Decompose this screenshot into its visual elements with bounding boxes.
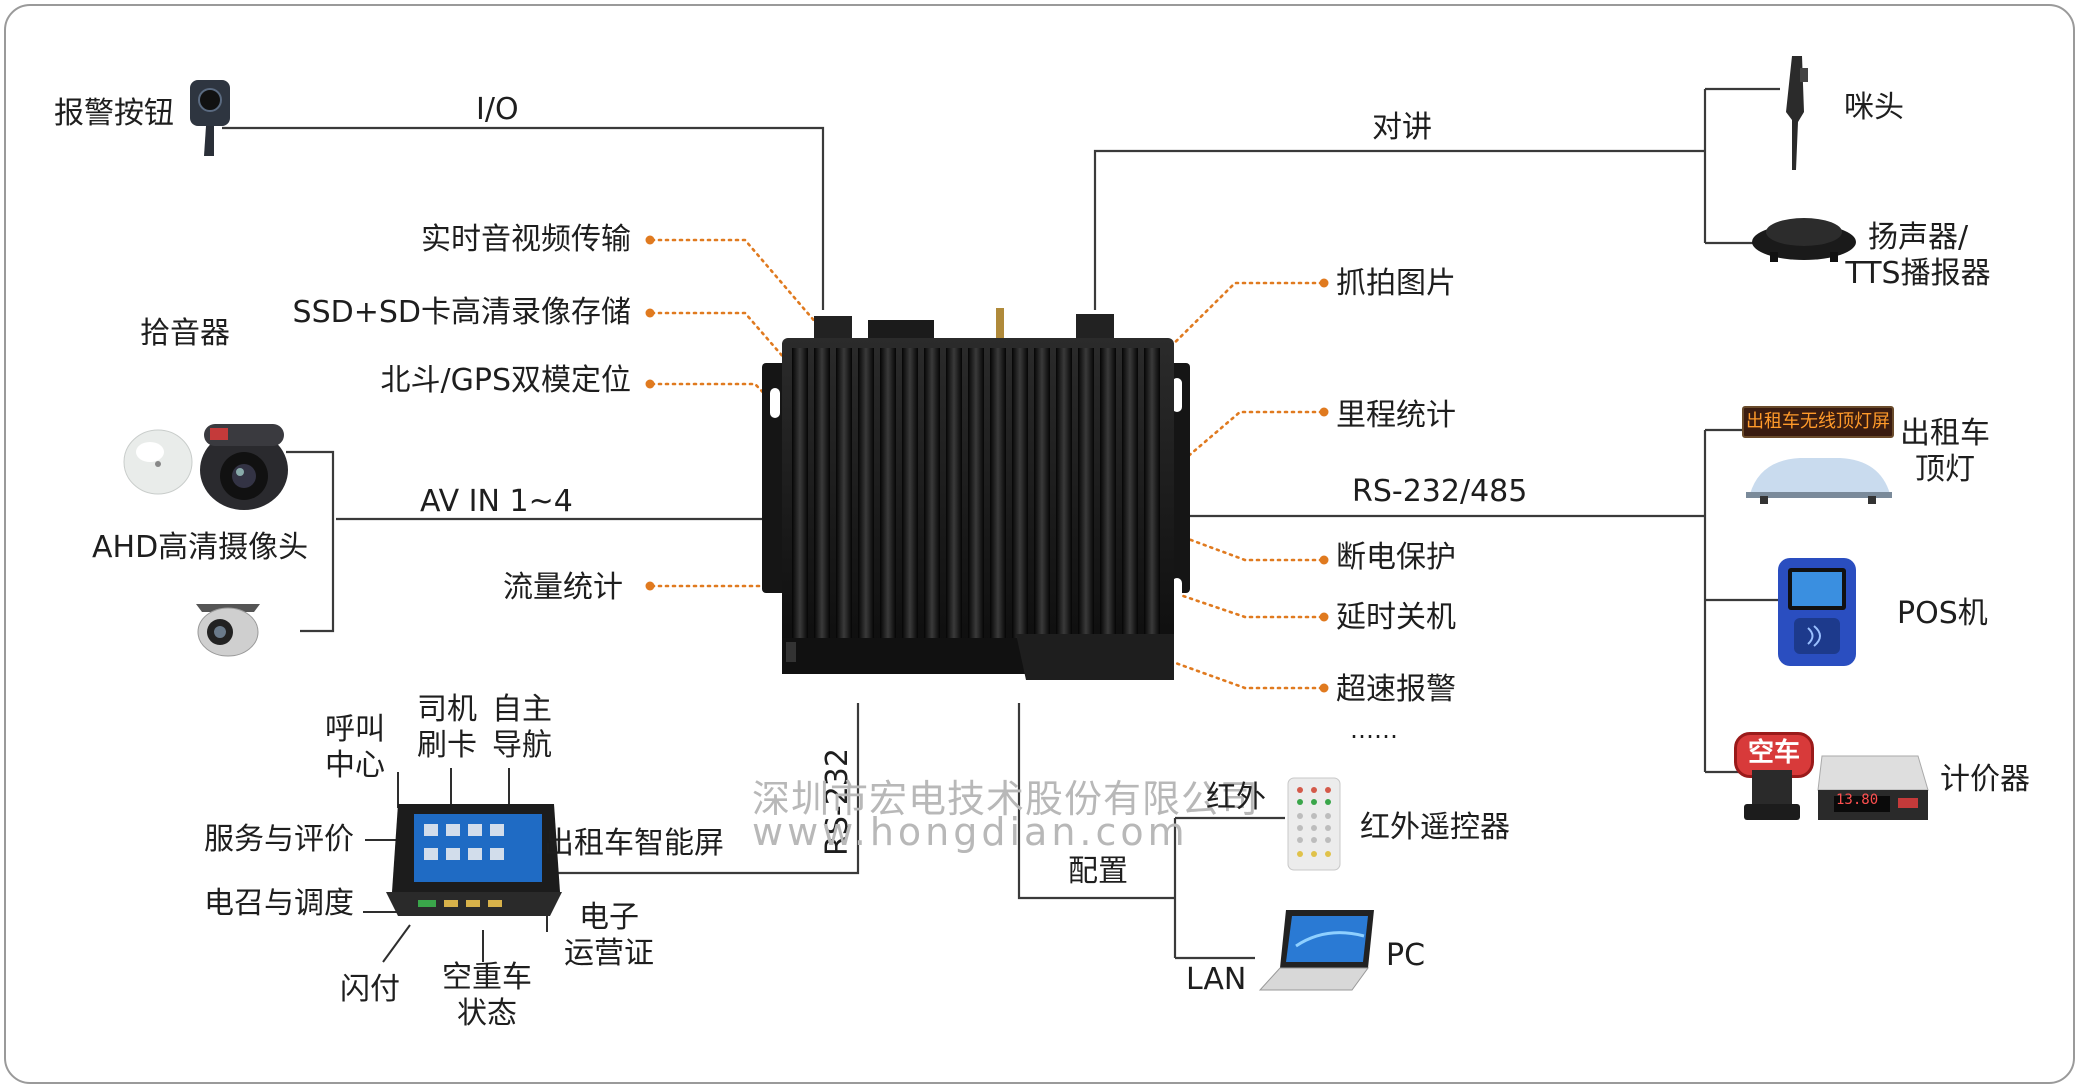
speaker-icon bbox=[1752, 218, 1856, 262]
ir-remote-icon bbox=[1287, 777, 1341, 871]
mic-pickup-label: 拾音器 bbox=[140, 316, 230, 351]
ir-remote-label: 红外遥控器 bbox=[1360, 810, 1510, 845]
speaker-label: 扬声器/ TTS播报器 bbox=[1845, 220, 1991, 291]
intercom-line bbox=[1093, 149, 1705, 310]
feature-delay-shutdown: 延时关机 bbox=[1336, 600, 1456, 635]
alarm-button-label: 报警按钮 bbox=[54, 96, 174, 131]
driver-card-label: 司机 刷卡 bbox=[417, 692, 477, 763]
taxi-top-light-icon bbox=[1746, 458, 1892, 504]
pos-label: POS机 bbox=[1897, 596, 1988, 631]
vacant-sign-base-icon bbox=[1744, 770, 1800, 820]
service-eval-label: 服务与评价 bbox=[204, 822, 354, 857]
e-permit-label: 电子 运营证 bbox=[564, 900, 654, 971]
rs232-line bbox=[540, 703, 860, 875]
dome-camera-icon bbox=[200, 424, 288, 510]
infrared-label: 红外 bbox=[1206, 780, 1266, 815]
alarm-button-icon bbox=[190, 80, 230, 156]
rs232-485-label: RS-232/485 bbox=[1352, 474, 1528, 509]
self-nav-label: 自主 导航 bbox=[492, 692, 552, 763]
vacancy-state-label: 空重车 状态 bbox=[442, 960, 532, 1031]
feature-traffic-stats: 流量统计 bbox=[503, 570, 623, 605]
pickup-mic-icon bbox=[123, 429, 193, 495]
camera-bracket bbox=[286, 450, 335, 633]
feature-more: …… bbox=[1350, 716, 1398, 744]
laptop-pc-icon bbox=[1258, 910, 1374, 991]
av-in-label: AV IN 1~4 bbox=[420, 484, 573, 519]
io-line bbox=[222, 126, 825, 310]
microphone-label: 咪头 bbox=[1844, 90, 1904, 125]
eyeball-camera-icon bbox=[196, 604, 260, 657]
lan-label: LAN bbox=[1186, 962, 1247, 997]
feature-mileage: 里程统计 bbox=[1336, 398, 1456, 433]
smart-screen-label: 出租车智能屏 bbox=[544, 826, 724, 861]
taximeter-label: 计价器 bbox=[1940, 762, 2030, 797]
feature-ssd-sd-storage: SSD+SD卡高清录像存储 bbox=[292, 295, 631, 330]
taxi-smart-screen-icon bbox=[386, 804, 562, 916]
watermark-url: www.hongdian.com bbox=[752, 810, 1189, 854]
feature-snapshot: 抓拍图片 bbox=[1336, 266, 1456, 301]
feature-overspeed-alarm: 超速报警 bbox=[1336, 672, 1456, 707]
flash-pay-label: 闪付 bbox=[340, 972, 400, 1007]
handheld-microphone-icon bbox=[1786, 56, 1808, 170]
ahd-camera-label: AHD高清摄像头 bbox=[92, 530, 309, 565]
mdvr-device-icon bbox=[762, 308, 1190, 680]
taximeter-icon bbox=[1817, 755, 1929, 820]
intercom-label: 对讲 bbox=[1372, 110, 1432, 145]
meter-reading: 13.80 bbox=[1836, 792, 1879, 808]
taxi-led-sign: 出租车无线顶灯屏 bbox=[1742, 406, 1894, 438]
feature-power-protect: 断电保护 bbox=[1336, 540, 1456, 575]
call-center-label: 呼叫 中心 bbox=[325, 712, 385, 783]
dispatch-label: 电召与调度 bbox=[204, 886, 354, 921]
config-line bbox=[1017, 703, 1175, 900]
feature-gps-beidou: 北斗/GPS双模定位 bbox=[380, 363, 632, 398]
feature-realtime-av: 实时音视频传输 bbox=[421, 222, 631, 257]
config-label: 配置 bbox=[1068, 854, 1128, 889]
taxi-top-light-label: 出租车 顶灯 bbox=[1900, 416, 1990, 487]
pos-terminal-icon bbox=[1778, 558, 1856, 666]
io-label: I/O bbox=[476, 92, 519, 127]
watermark-company: 深圳市宏电技术股份有限公司 bbox=[752, 777, 1260, 821]
pc-label: PC bbox=[1386, 938, 1426, 973]
